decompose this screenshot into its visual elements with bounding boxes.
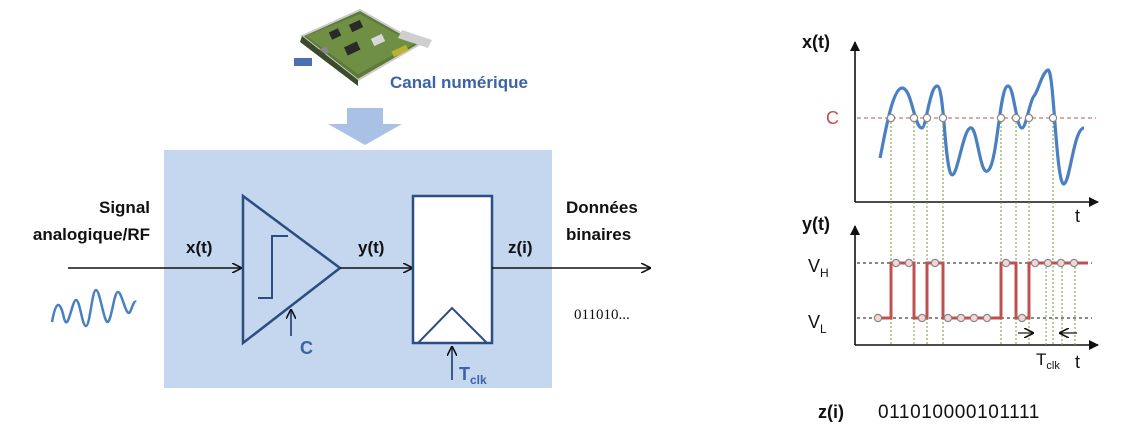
sample-point bbox=[1017, 313, 1027, 323]
plot-y: y(t) t VH VL bbox=[802, 122, 1099, 372]
sample-point bbox=[1030, 258, 1040, 268]
sample-point bbox=[982, 313, 992, 323]
sample-point bbox=[969, 313, 979, 323]
bits-label: z(i) bbox=[818, 402, 844, 422]
sample-point bbox=[904, 258, 914, 268]
output-label-line1: Données bbox=[566, 198, 638, 217]
sample-points bbox=[873, 258, 1079, 323]
crossing-point bbox=[938, 113, 948, 123]
tclk-label: Tclk bbox=[1036, 350, 1060, 372]
analog-signal-curve bbox=[878, 68, 1085, 186]
crossing-point bbox=[922, 113, 932, 123]
input-signal-label: x(t) bbox=[186, 238, 212, 257]
output-bits-sample: 011010... bbox=[574, 307, 630, 323]
sample-point bbox=[891, 258, 901, 268]
crossing-points bbox=[886, 113, 1058, 123]
sample-point bbox=[930, 258, 940, 268]
plot-x-threshold-label: C bbox=[826, 108, 839, 128]
comparator-triangle bbox=[241, 193, 343, 346]
plot-x-ylabel: x(t) bbox=[802, 32, 830, 52]
clock-label: Tclk bbox=[459, 364, 487, 387]
bits-value: 011010000101111 bbox=[878, 402, 1040, 423]
digital-channel-panel bbox=[164, 150, 552, 388]
sample-point bbox=[917, 313, 927, 323]
plot-y-ylabel: y(t) bbox=[802, 214, 830, 234]
plot-y-xlabel: t bbox=[1075, 352, 1080, 372]
crossing-point bbox=[1048, 113, 1058, 123]
circuit-board-icon bbox=[294, 8, 432, 86]
sample-point bbox=[956, 313, 966, 323]
sample-point bbox=[1043, 258, 1053, 268]
sampling-guides bbox=[890, 122, 1076, 345]
channel-down-arrow bbox=[328, 108, 402, 145]
sample-point bbox=[1001, 258, 1011, 268]
sample-point bbox=[1069, 258, 1079, 268]
comparator-output-label: y(t) bbox=[358, 238, 384, 257]
input-label-line1: Signal bbox=[99, 198, 150, 217]
square-wave bbox=[878, 261, 1088, 320]
crossing-point bbox=[886, 113, 896, 123]
flipflop-output-label: z(i) bbox=[508, 238, 533, 257]
sample-point bbox=[943, 313, 953, 323]
crossing-point bbox=[909, 113, 919, 123]
crossing-point bbox=[1011, 113, 1021, 123]
threshold-label: C bbox=[300, 338, 313, 358]
input-label-line2: analogique/RF bbox=[33, 225, 150, 244]
plot-x-xlabel: t bbox=[1075, 206, 1080, 226]
clock-input-triangle bbox=[417, 306, 488, 344]
hysteresis-icon bbox=[258, 235, 288, 299]
flipflop-block bbox=[411, 194, 494, 345]
output-label-line2: binaires bbox=[566, 225, 631, 244]
analog-wave-icon bbox=[50, 288, 137, 328]
crossing-point bbox=[996, 113, 1006, 123]
vl-label: VL bbox=[808, 312, 827, 336]
crossing-point bbox=[1024, 113, 1034, 123]
sample-point bbox=[873, 313, 883, 323]
plot-x: x(t) t C bbox=[802, 32, 1099, 226]
channel-label: Canal numérique bbox=[390, 73, 528, 92]
vh-label: VH bbox=[808, 256, 829, 280]
sample-point bbox=[1056, 258, 1066, 268]
